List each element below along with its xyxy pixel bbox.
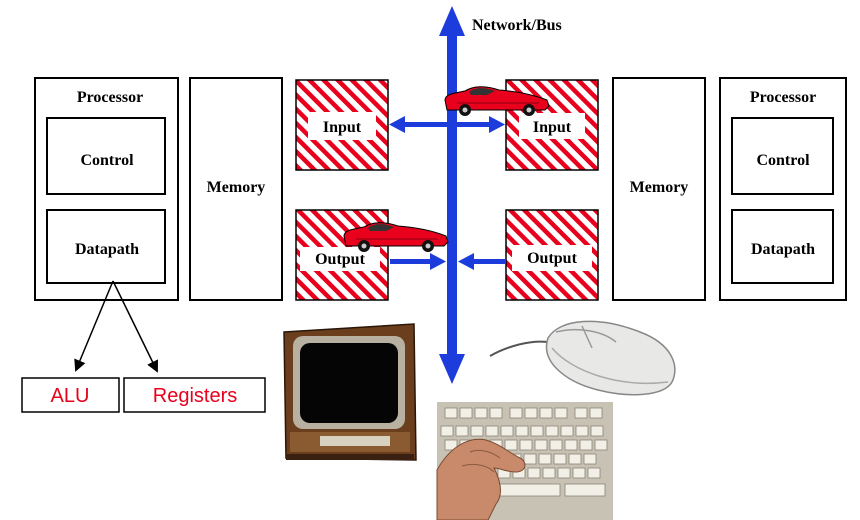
network-bus bbox=[389, 6, 506, 384]
left-memory-box: Memory bbox=[189, 77, 283, 301]
mouse-icon bbox=[489, 320, 676, 396]
right-output-box: Output bbox=[505, 209, 599, 301]
datapath-arrows bbox=[74, 280, 158, 373]
network-bus-label: Network/Bus bbox=[472, 17, 562, 34]
right-output-label: Output bbox=[527, 250, 577, 267]
car-icon bbox=[444, 86, 550, 116]
car-icon bbox=[343, 222, 449, 252]
right-datapath-box: Datapath bbox=[731, 209, 834, 284]
right-memory-box: Memory bbox=[612, 77, 706, 301]
right-processor-label: Processor bbox=[750, 89, 816, 106]
right-control-box: Control bbox=[731, 117, 834, 195]
left-datapath-label: Datapath bbox=[75, 241, 139, 258]
right-datapath-label: Datapath bbox=[751, 241, 815, 258]
registers-box: Registers bbox=[123, 377, 266, 413]
alu-label: ALU bbox=[51, 385, 90, 407]
monitor-icon bbox=[283, 323, 417, 461]
left-input-box: Input bbox=[295, 79, 389, 171]
left-processor-label: Processor bbox=[77, 89, 143, 106]
left-output-label: Output bbox=[315, 251, 365, 268]
left-memory-label: Memory bbox=[207, 179, 266, 196]
right-input-label: Input bbox=[533, 119, 572, 136]
registers-label: Registers bbox=[153, 385, 237, 407]
right-control-label: Control bbox=[756, 152, 810, 169]
right-memory-label: Memory bbox=[630, 179, 689, 196]
alu-box: ALU bbox=[21, 377, 120, 413]
left-input-label: Input bbox=[323, 119, 362, 136]
left-control-box: Control bbox=[46, 117, 166, 195]
left-control-label: Control bbox=[80, 152, 134, 169]
keyboard-icon bbox=[436, 402, 613, 520]
left-datapath-box: Datapath bbox=[46, 209, 166, 284]
